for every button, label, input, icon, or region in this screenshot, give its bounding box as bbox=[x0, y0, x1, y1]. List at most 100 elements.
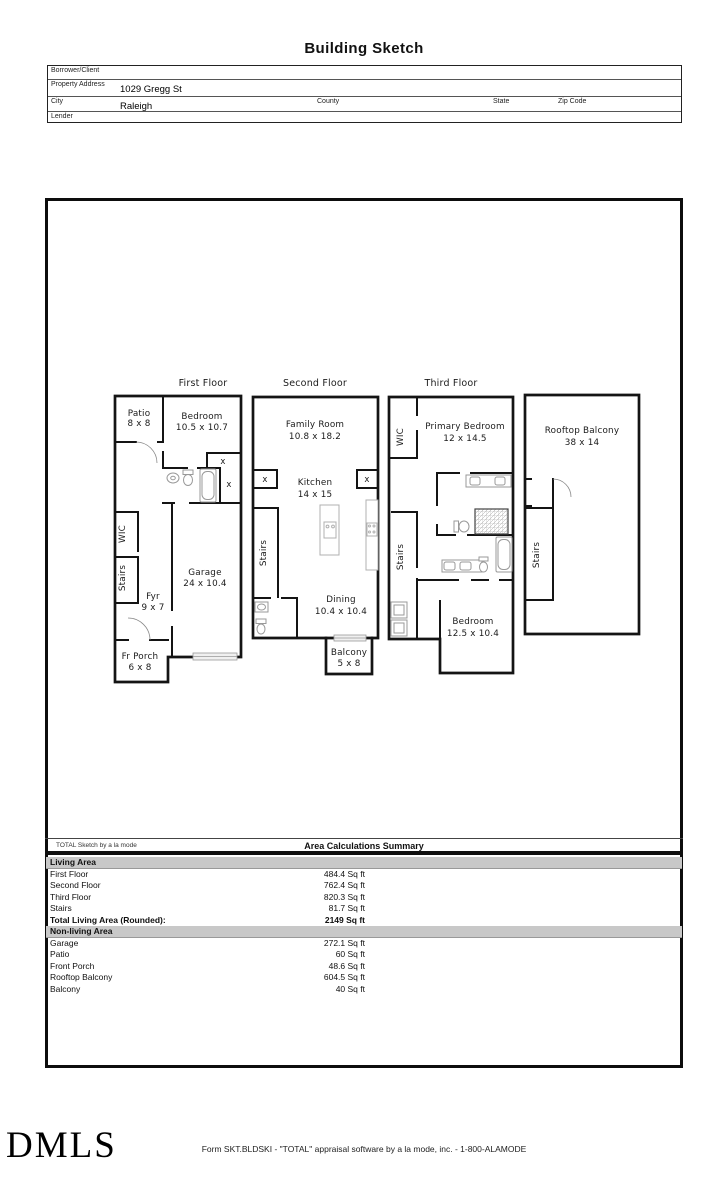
row-value: 604.5 Sq ft bbox=[323, 972, 365, 983]
total-living-area-row: Total Living Area (Rounded): 2149 Sq ft bbox=[46, 915, 682, 926]
nonliving-area-header: Non-living Area bbox=[46, 925, 682, 938]
bathtub-inner-icon bbox=[201, 471, 215, 500]
table-row: Front Porch 48.6 Sq ft bbox=[46, 961, 682, 972]
sketch-brand-text: TOTAL Sketch by a la mode bbox=[56, 842, 137, 849]
row-value: 762.4 Sq ft bbox=[323, 880, 365, 891]
closet-mark: x bbox=[220, 457, 225, 467]
first-floor-wic-stairs-walls bbox=[114, 511, 139, 604]
closet-mark: x bbox=[364, 475, 369, 485]
rooftop-outline bbox=[523, 393, 641, 636]
toilet-bowl-icon bbox=[479, 561, 488, 573]
property-address-value: 1029 Gregg St bbox=[120, 84, 182, 95]
primary-bedroom-label: Primary Bedroom bbox=[425, 422, 505, 432]
garage-label: Garage bbox=[188, 568, 221, 578]
foyer-dims: 9 x 7 bbox=[142, 603, 165, 613]
patio-dims: 8 x 8 bbox=[128, 419, 151, 429]
dining-label: Dining bbox=[326, 595, 356, 605]
zip-label: Zip Code bbox=[558, 98, 587, 105]
second-floor-closet-walls bbox=[252, 469, 379, 489]
kitchen-dims: 14 x 15 bbox=[298, 490, 333, 500]
family-room-label: Family Room bbox=[286, 420, 344, 430]
burner-icon bbox=[368, 524, 371, 528]
wic-label: WIC bbox=[118, 525, 128, 543]
toilet-bowl-icon bbox=[458, 520, 470, 533]
balcony-outline bbox=[324, 636, 374, 676]
living-area-header: Living Area bbox=[46, 857, 682, 869]
rooftop-balcony-label: Rooftop Balcony bbox=[545, 426, 620, 436]
page-title: Building Sketch bbox=[304, 40, 424, 57]
first-floor-bath-closet-walls bbox=[162, 452, 242, 504]
vanity-sink-icon bbox=[469, 476, 481, 486]
bedroom-dims: 10.5 x 10.7 bbox=[176, 423, 228, 433]
vanity-sink-icon bbox=[494, 476, 506, 486]
second-floor-outline bbox=[251, 395, 380, 640]
row-value: 272.1 Sq ft bbox=[323, 937, 365, 948]
row-value: 484.4 Sq ft bbox=[323, 869, 365, 879]
balcony-label: Balcony bbox=[331, 648, 367, 658]
row-label: Balcony bbox=[50, 983, 81, 994]
front-porch-label: Fr Porch bbox=[122, 652, 159, 662]
table-row: Stairs 81.7 Sq ft bbox=[46, 903, 682, 914]
table-row: First Floor 484.4 Sq ft bbox=[46, 869, 682, 880]
third-floor-stairs-walls bbox=[391, 511, 418, 640]
bedroom-label: Bedroom bbox=[181, 412, 222, 422]
balcony-dims: 5 x 8 bbox=[338, 659, 361, 669]
total-value: 2149 Sq ft bbox=[324, 914, 365, 925]
city-row: City Raleigh County State Zip Code bbox=[48, 96, 681, 112]
burner-icon bbox=[331, 524, 335, 529]
bathtub-inner-icon bbox=[497, 539, 511, 570]
city-label: City bbox=[51, 98, 64, 105]
rooftop-stairs-walls bbox=[524, 478, 554, 601]
lender-row: Lender bbox=[48, 111, 681, 122]
first-floor-outline bbox=[113, 394, 243, 684]
burner-icon bbox=[372, 530, 376, 534]
dmls-logo: DMLS bbox=[6, 1125, 117, 1166]
dryer-inner-icon bbox=[393, 622, 405, 634]
third-floor-plan: Third Floor WIC Primary Bedroom bbox=[387, 378, 515, 675]
row-value: 81.7 Sq ft bbox=[328, 903, 365, 914]
summary-header-bar bbox=[45, 851, 683, 855]
burner-icon bbox=[368, 530, 371, 534]
stairs-label: Stairs bbox=[259, 540, 269, 566]
toilet-tank-icon bbox=[182, 469, 194, 475]
shower-tile-icon bbox=[474, 508, 509, 535]
county-label: County bbox=[317, 98, 340, 105]
third-floor-bath1-walls bbox=[436, 472, 514, 536]
form-attribution-text: Form SKT.BLDSKI - "TOTAL" appraisal soft… bbox=[201, 1144, 527, 1154]
summary-divider bbox=[45, 838, 683, 839]
state-label: State bbox=[493, 98, 510, 105]
row-label: Stairs bbox=[50, 903, 72, 914]
row-label: Third Floor bbox=[50, 891, 92, 902]
second-floor-stairs-bath-walls bbox=[252, 507, 298, 639]
range-icon bbox=[366, 522, 378, 537]
third-floor-outline bbox=[387, 395, 515, 675]
borrower-label: Borrower/Client bbox=[51, 67, 100, 74]
stairs-label: Stairs bbox=[118, 565, 128, 591]
rooftop-door-arc bbox=[552, 478, 572, 498]
floor-plans-sketch: First Floor Patio 8 x 8 Bedroom 10.5 x 1… bbox=[113, 378, 641, 684]
closet-mark: x bbox=[262, 475, 267, 485]
row-value: 40 Sq ft bbox=[335, 983, 365, 994]
family-room-dims: 10.8 x 18.2 bbox=[289, 432, 341, 442]
borrower-row: Borrower/Client bbox=[48, 66, 681, 79]
third-floor-wic-walls bbox=[388, 396, 418, 459]
toilet-tank-icon bbox=[453, 520, 459, 533]
kitchen-label: Kitchen bbox=[298, 478, 332, 488]
primary-bedroom-dims: 12 x 14.5 bbox=[443, 434, 486, 444]
summary-table: Living Area First Floor 484.4 Sq ft Seco… bbox=[46, 857, 682, 995]
island-stove-icon bbox=[323, 521, 337, 539]
summary-title: Area Calculations Summary bbox=[304, 841, 424, 851]
row-value: 820.3 Sq ft bbox=[323, 891, 365, 902]
sketch-border-box bbox=[45, 198, 683, 1068]
table-row: Second Floor 762.4 Sq ft bbox=[46, 880, 682, 891]
stairs-label: Stairs bbox=[532, 542, 542, 568]
third-floor-title: Third Floor bbox=[423, 378, 477, 389]
vanity-sink-icon bbox=[443, 561, 456, 571]
stairs-label: Stairs bbox=[396, 544, 406, 570]
patio-door-arc bbox=[135, 441, 158, 464]
toilet-bowl-icon bbox=[256, 623, 266, 635]
first-floor-title: First Floor bbox=[179, 378, 228, 389]
front-porch-dims: 6 x 8 bbox=[129, 663, 152, 673]
patio-label: Patio bbox=[128, 409, 151, 419]
closet-mark: x bbox=[226, 480, 231, 490]
